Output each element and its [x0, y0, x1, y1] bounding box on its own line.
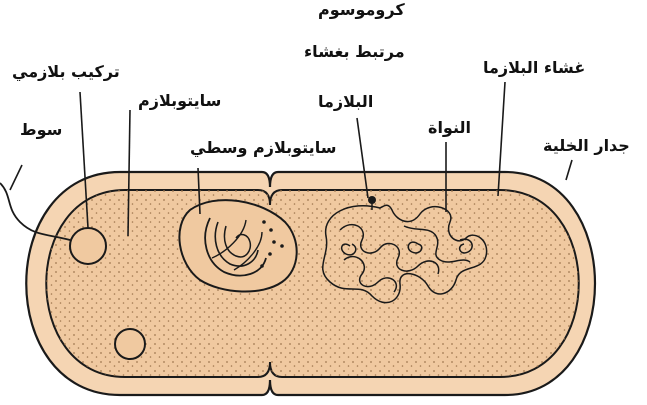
label-flagellum: سوط — [20, 122, 62, 138]
label-plasmid: تركيب بلازمي — [12, 64, 120, 80]
label-chromosome-2: مرتبط بغشاء — [304, 44, 405, 60]
plasmid-small — [115, 329, 145, 359]
chromosome-attachment-point — [368, 196, 376, 204]
label-chromosome-1: كروموسوم — [318, 2, 405, 18]
label-plasma-membrane: غشاء البلازما — [483, 60, 585, 76]
label-mesosome: سايتوبلازم وسطي — [190, 140, 336, 156]
label-cell-wall: جدار الخلية — [543, 138, 630, 154]
label-nucleoid: النواة — [428, 120, 471, 136]
plasmid-large — [70, 228, 106, 264]
label-chromosome-3: البلازما — [318, 94, 373, 110]
label-cytoplasm: سايتوبلازم — [138, 93, 221, 109]
